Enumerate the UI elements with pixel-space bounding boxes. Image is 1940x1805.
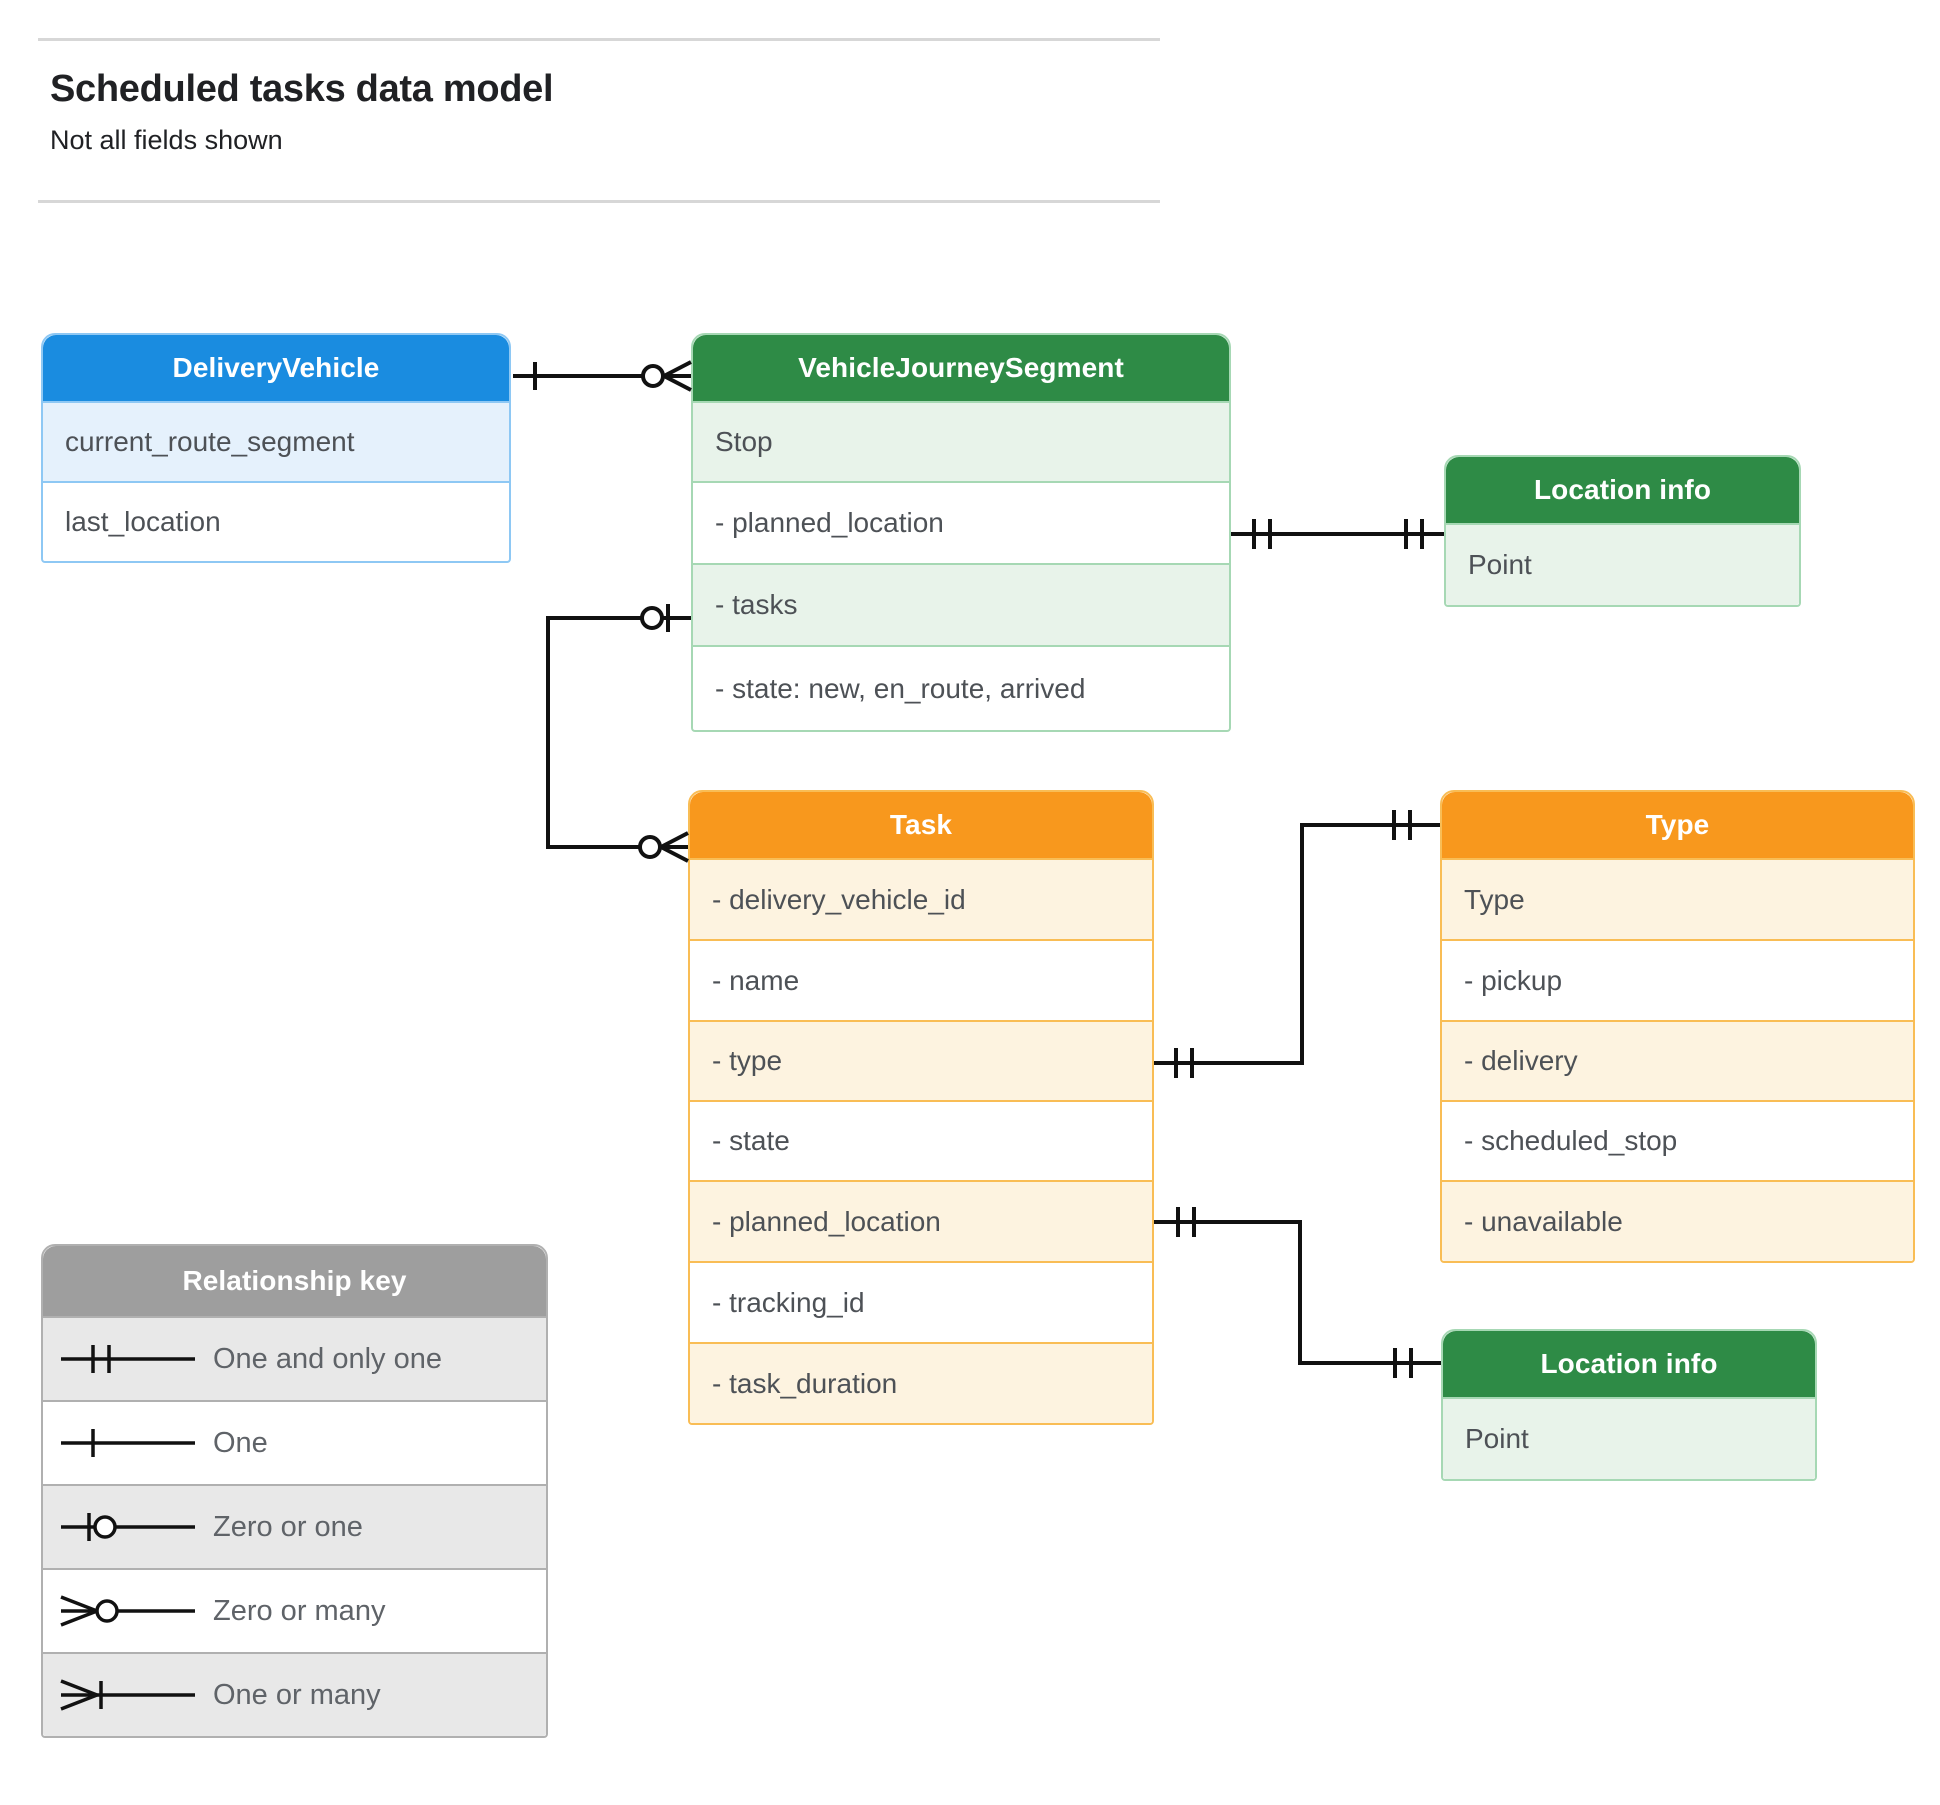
- field-row: - tracking_id: [690, 1261, 1152, 1342]
- field-row: - pickup: [1442, 939, 1913, 1020]
- legend-item-label: Zero or one: [213, 1510, 363, 1543]
- entity-title-task: Task: [690, 792, 1152, 858]
- field-row: - planned_location: [693, 481, 1229, 563]
- entity-title-vehicle-journey-segment: VehicleJourneySegment: [693, 335, 1229, 401]
- entity-task[interactable]: Task - delivery_vehicle_id - name - type…: [688, 790, 1154, 1425]
- legend-item-label: One: [213, 1426, 268, 1459]
- relationship-task-type: [1154, 810, 1440, 1078]
- field-row: - name: [690, 939, 1152, 1020]
- entity-title-location-info-bottom: Location info: [1443, 1331, 1815, 1397]
- legend-item-one: One: [43, 1400, 546, 1484]
- legend-item-one-and-only-one: One and only one: [43, 1316, 546, 1400]
- one-and-only-one-icon: [43, 1339, 213, 1379]
- field-row: - scheduled_stop: [1442, 1100, 1913, 1180]
- field-row: - planned_location: [690, 1180, 1152, 1261]
- one-icon: [43, 1423, 213, 1463]
- page-title: Scheduled tasks data model: [50, 68, 554, 110]
- zero-or-one-icon: [43, 1507, 213, 1547]
- legend-item-label: One or many: [213, 1678, 381, 1711]
- relationship-deliveryvehicle-vehiclejourneysegment: [513, 360, 692, 392]
- entity-type[interactable]: Type Type - pickup - delivery - schedule…: [1440, 790, 1915, 1263]
- field-row: - task_duration: [690, 1342, 1152, 1423]
- legend-item-label: One and only one: [213, 1342, 442, 1375]
- legend-title: Relationship key: [43, 1246, 546, 1316]
- page-subtitle: Not all fields shown: [50, 125, 283, 155]
- legend-relationship-key[interactable]: Relationship key One and only one One: [41, 1244, 548, 1738]
- entity-vehicle-journey-segment[interactable]: VehicleJourneySegment Stop - planned_loc…: [691, 333, 1231, 732]
- one-or-many-icon: [43, 1675, 213, 1715]
- header-divider-top: [38, 38, 1160, 41]
- legend-item-zero-or-many: Zero or many: [43, 1568, 546, 1652]
- zero-or-many-icon: [43, 1591, 213, 1631]
- header-divider-bottom: [38, 200, 1160, 203]
- entity-title-type: Type: [1442, 792, 1913, 858]
- field-row: - state: [690, 1100, 1152, 1180]
- legend-item-zero-or-one: Zero or one: [43, 1484, 546, 1568]
- field-row: current_route_segment: [43, 401, 509, 481]
- field-row: Point: [1446, 523, 1799, 605]
- entity-title-delivery-vehicle: DeliveryVehicle: [43, 335, 509, 401]
- relationship-vehiclejourneysegment-task: [546, 604, 691, 863]
- field-row: last_location: [43, 481, 509, 561]
- field-row: - type: [690, 1020, 1152, 1100]
- relationship-vehiclejourneysegment-locationinfo: [1231, 519, 1444, 549]
- field-row: Type: [1442, 858, 1913, 939]
- entity-location-info-bottom[interactable]: Location info Point: [1441, 1329, 1817, 1481]
- field-row: Point: [1443, 1397, 1815, 1479]
- field-row: - delivery_vehicle_id: [690, 858, 1152, 939]
- field-row: - state: new, en_route, arrived: [693, 645, 1229, 730]
- relationship-task-locationinfo: [1154, 1207, 1441, 1378]
- entity-title-location-info-top: Location info: [1446, 457, 1799, 523]
- field-row: - delivery: [1442, 1020, 1913, 1100]
- legend-item-label: Zero or many: [213, 1594, 386, 1627]
- field-row: - unavailable: [1442, 1180, 1913, 1261]
- entity-location-info-top[interactable]: Location info Point: [1444, 455, 1801, 607]
- field-row: Stop: [693, 401, 1229, 481]
- entity-delivery-vehicle[interactable]: DeliveryVehicle current_route_segment la…: [41, 333, 511, 563]
- legend-item-one-or-many: One or many: [43, 1652, 546, 1736]
- field-row: - tasks: [693, 563, 1229, 645]
